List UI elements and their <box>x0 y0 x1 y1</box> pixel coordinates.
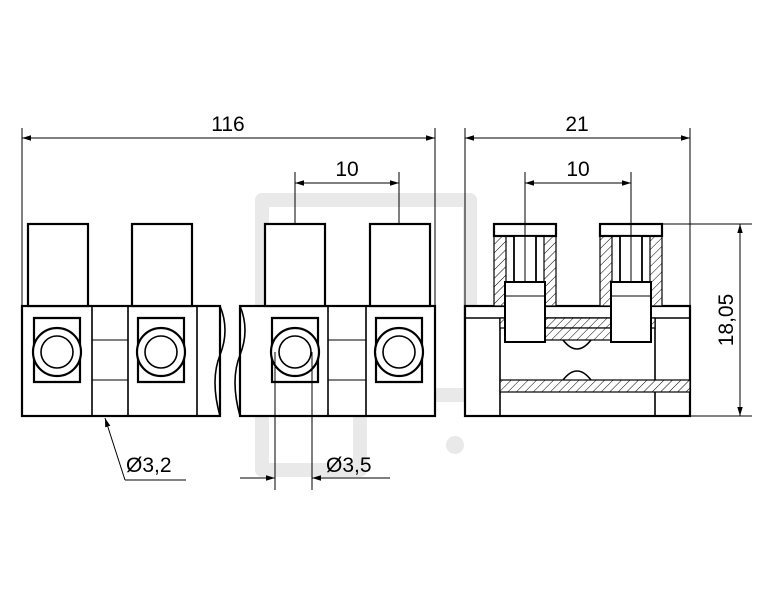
dimension-pitch-side: 10 <box>524 158 632 236</box>
dimension-overall-length: 116 <box>21 113 436 306</box>
pitch-front-label: 10 <box>335 158 358 181</box>
dimension-pitch-front: 10 <box>294 158 400 224</box>
overall-length-label: 116 <box>211 113 244 136</box>
front-body-right <box>234 222 437 418</box>
dimension-hole-small: Ø3,2 <box>104 417 186 481</box>
dimension-depth: 21 <box>464 113 691 306</box>
side-view: 21 10 18,05 <box>463 113 752 418</box>
hole-large-label: Ø3,5 <box>326 454 372 477</box>
front-view: 116 10 Ø3,2 Ø3,5 <box>20 113 437 490</box>
dimension-hole-large: Ø3,5 <box>240 352 390 490</box>
front-body-left <box>20 222 226 418</box>
hole-small-label: Ø3,2 <box>126 454 172 477</box>
dimension-height: 18,05 <box>662 223 752 417</box>
depth-label: 21 <box>565 113 588 136</box>
height-label: 18,05 <box>715 294 738 347</box>
pitch-side-label: 10 <box>566 158 589 181</box>
